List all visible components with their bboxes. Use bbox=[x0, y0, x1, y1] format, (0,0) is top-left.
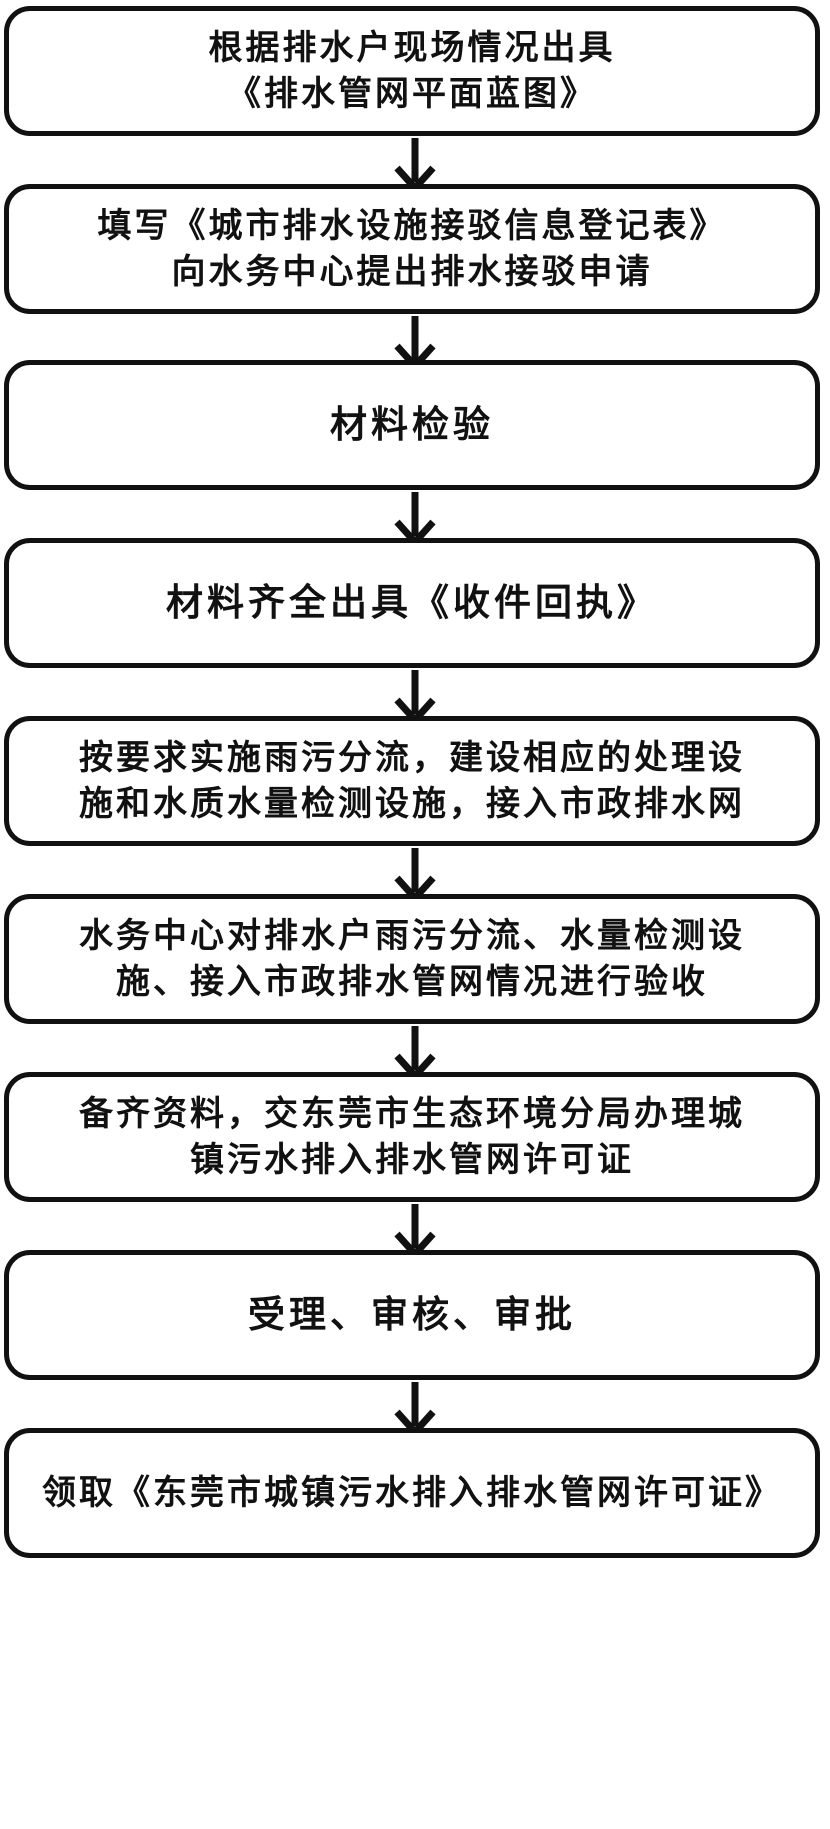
step-5-box: 按要求实施雨污分流，建设相应的处理设 施和水质水量检测设施，接入市政排水网 bbox=[4, 716, 820, 846]
step-3-box: 材料检验 bbox=[4, 360, 820, 490]
step-3-text: 材料检验 bbox=[330, 403, 494, 446]
step-1-text: 根据排水户现场情况出具 《排水管网平面蓝图》 bbox=[208, 28, 616, 114]
step-4-text: 材料齐全出具《收件回执》 bbox=[166, 581, 658, 624]
step-6-text: 水务中心对排水户雨污分流、水量检测设 施、接入市政排水管网情况进行验收 bbox=[79, 916, 745, 1002]
step-8-box: 受理、审核、审批 bbox=[4, 1250, 820, 1380]
step-2-box: 填写《城市排水设施接驳信息登记表》 向水务中心提出排水接驳申请 bbox=[4, 184, 820, 314]
step-5-text: 按要求实施雨污分流，建设相应的处理设 施和水质水量检测设施，接入市政排水网 bbox=[79, 738, 745, 824]
step-7-text: 备齐资料，交东莞市生态环境分局办理城 镇污水排入排水管网许可证 bbox=[79, 1094, 745, 1180]
step-9-box: 领取《东莞市城镇污水排入排水管网许可证》 bbox=[4, 1428, 820, 1558]
step-7-box: 备齐资料，交东莞市生态环境分局办理城 镇污水排入排水管网许可证 bbox=[4, 1072, 820, 1202]
step-8-text: 受理、审核、审批 bbox=[248, 1293, 576, 1336]
step-9-text: 领取《东莞市城镇污水排入排水管网许可证》 bbox=[42, 1473, 782, 1513]
step-4-box: 材料齐全出具《收件回执》 bbox=[4, 538, 820, 668]
step-1-box: 根据排水户现场情况出具 《排水管网平面蓝图》 bbox=[4, 6, 820, 136]
step-2-text: 填写《城市排水设施接驳信息登记表》 向水务中心提出排水接驳申请 bbox=[97, 206, 727, 292]
step-6-box: 水务中心对排水户雨污分流、水量检测设 施、接入市政排水管网情况进行验收 bbox=[4, 894, 820, 1024]
